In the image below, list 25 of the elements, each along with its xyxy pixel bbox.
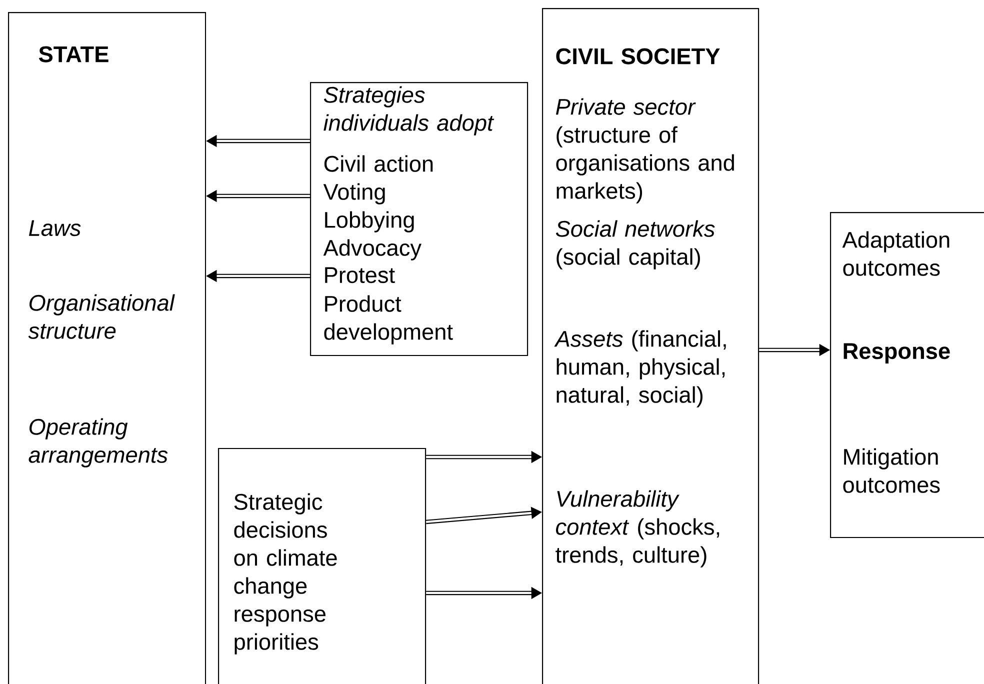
paragraph: Assets (financial, human, physical, natural, social) [554, 330, 726, 408]
decision-box [218, 448, 426, 684]
list-item: Product development [324, 295, 453, 344]
list-item: Lobbying [325, 211, 414, 232]
heading: STATE [38, 46, 108, 62]
civil-society-box [542, 8, 760, 684]
strategy-box [310, 82, 528, 356]
label-text: Laws [28, 220, 81, 236]
list-item: Civil action [324, 155, 433, 172]
list-item: Voting [323, 183, 385, 204]
paragraph: Strategic decisions on climate change response priorities [234, 493, 337, 654]
label-text: Operating arrangements [28, 418, 168, 468]
heading: Strategies individuals adopt [324, 86, 494, 136]
paragraph: Private sector (structure of organisations and markets) [556, 98, 734, 204]
label-text: Mitigation outcomes [843, 448, 940, 493]
list-item: Protest [325, 267, 395, 284]
label-text: Adaptation outcomes [842, 231, 950, 276]
paragraph: Social networks (social capital) [556, 220, 715, 270]
heading: CIVIL SOCIETY [556, 48, 720, 64]
state-box [8, 12, 206, 684]
paragraph: Vulnerability context (shocks, trends, culture) [556, 490, 720, 568]
list-item: Advocacy [323, 239, 422, 260]
response-box [830, 212, 984, 538]
heading: Response [844, 343, 950, 364]
label-text: Organisational structure [28, 294, 175, 339]
